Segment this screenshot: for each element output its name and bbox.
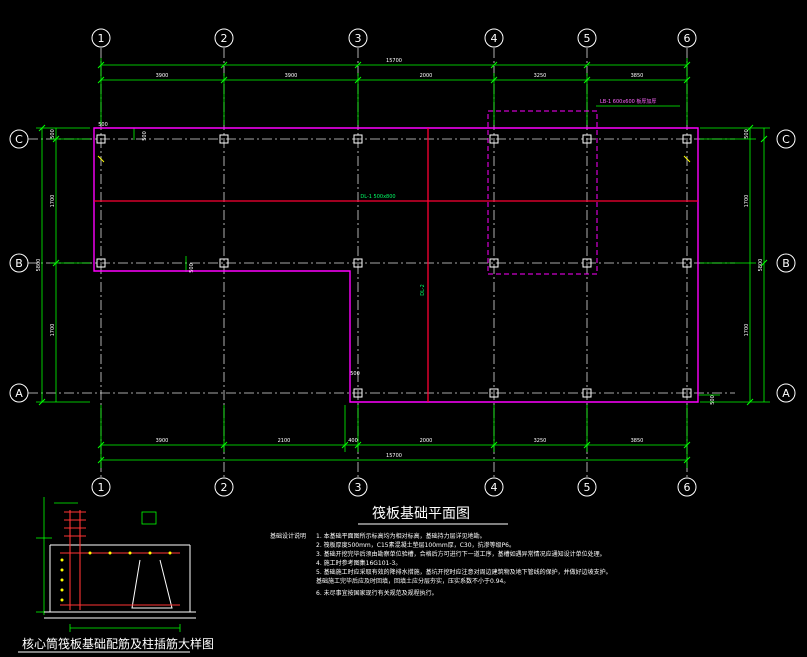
axis-label-left-a: A [15,387,23,400]
dimension-ticks [38,61,768,464]
dim-bottom-3: 400 [348,438,358,444]
edge-dim-1: 500 [142,131,148,141]
dim-bottom-2: 2100 [278,438,291,444]
axis-label-top-3: 3 [355,32,362,45]
column [582,134,592,144]
dim-right-3: 1700 [744,324,750,337]
column [682,258,692,268]
dim-left-total: 5800 [36,259,42,272]
reinforcement-detail [36,497,196,632]
column [682,388,692,398]
note-item: 4. 施工时参考图集16G101-3。 [316,559,401,567]
axis-label-top-1: 1 [98,32,105,45]
dimension-lines [36,58,770,468]
dimension-texts: 15700 3900 3900 2000 3250 3850 3900 2100… [36,58,764,459]
axis-label-top-5: 5 [584,32,591,45]
dim-right-total: 5800 [758,259,764,272]
dim-top-4: 3250 [534,73,547,79]
note-item: 3. 基础开挖完毕后须由勘察单位验槽，合格后方可进行下一道工序，基槽如遇异常情况… [316,550,606,558]
dim-left-1: 500 [50,129,56,139]
axis-label-bottom-4: 4 [491,481,498,494]
note-item: 2. 筏板厚度500mm，C15素混凝土垫层100mm厚，C30，抗渗等级P6。 [316,541,515,549]
edge-dim-5: 500 [98,122,108,128]
column [489,258,499,268]
thickened-zone-callout: LB-1 600x600 板厚加厚 [600,98,656,105]
axis-label-right-b: B [782,257,790,270]
column [219,258,229,268]
axis-grid [28,48,735,478]
axis-label-bottom-5: 5 [584,481,591,494]
column [353,258,363,268]
plan-title: 筏板基础平面图 [372,505,470,522]
dim-top-3: 2000 [420,73,433,79]
axis-label-left-c: C [15,133,23,146]
edge-dim-4: 500 [710,395,716,405]
notes-list: 1. 本基础平面图所示标高均为相对标高，基础持力层详见地勘。 2. 筏板厚度50… [316,532,612,597]
edge-dim-3: 500 [350,371,360,377]
axis-label-right-c: C [782,133,790,146]
column [353,134,363,144]
axis-label-top-6: 6 [684,32,691,45]
axis-label-bottom-1: 1 [98,481,105,494]
column-grid [96,134,692,398]
column [96,134,106,144]
dim-bottom-total: 15700 [386,453,402,459]
column [489,388,499,398]
axis-label-bottom-3: 3 [355,481,362,494]
dim-bottom-1: 3900 [156,438,169,444]
dim-top-5: 3850 [631,73,644,79]
detail-title: 核心筒筏板基础配筋及柱插筋大样图 [22,636,214,651]
beam-label-vertical: DL-2 [420,284,426,296]
dim-bottom-6: 3850 [631,438,644,444]
column-markers [97,155,691,163]
dim-top-total: 15700 [386,58,402,64]
axis-label-top-2: 2 [221,32,228,45]
axis-label-right-a: A [782,387,790,400]
axis-labels: 1 2 3 4 5 6 1 2 3 4 5 6 C B A C B A [15,32,790,494]
column [353,388,363,398]
foundation-beams [94,128,698,402]
dim-top-1: 3900 [156,73,169,79]
column [219,134,229,144]
note-item: 基础施工完毕后应及时回填，回填土应分层夯实，压实系数不小于0.94。 [316,577,509,585]
column [489,134,499,144]
axis-bubbles [9,28,796,497]
raft-slab-outline [93,127,699,403]
axis-label-bottom-2: 2 [221,481,228,494]
axis-label-top-4: 4 [491,32,498,45]
column [96,258,106,268]
dim-top-2: 3900 [285,73,298,79]
column [582,388,592,398]
note-item: 5. 基础施工时应采取有效的降排水措施，基坑开挖时应注意对周边建筑物及地下管线的… [316,568,612,576]
column [682,134,692,144]
edge-dim-2: 500 [189,263,195,273]
notes-heading: 基础设计说明 [270,532,306,540]
dim-bottom-4: 2000 [420,438,433,444]
dim-right-1: 500 [744,129,750,139]
axis-label-bottom-6: 6 [684,481,691,494]
thickened-zone-outline [487,110,598,275]
column [582,258,592,268]
dim-left-3: 1700 [50,324,56,337]
dim-bottom-5: 3250 [534,438,547,444]
note-item: 1. 本基础平面图所示标高均为相对标高，基础持力层详见地勘。 [316,532,486,540]
dim-right-2: 1700 [744,195,750,208]
dim-left-2: 1700 [50,195,56,208]
axis-label-left-b: B [15,257,23,270]
note-item: 6. 未尽事宜按国家现行有关规范及规程执行。 [316,589,438,597]
beam-label-horizontal: DL-1 500x800 [360,194,395,200]
